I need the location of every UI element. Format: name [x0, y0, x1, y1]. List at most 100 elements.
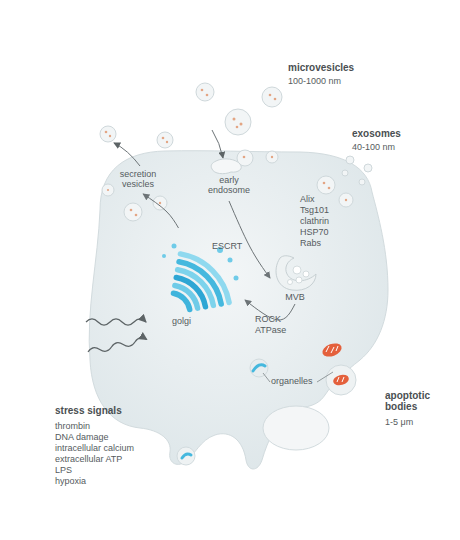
- golgi-vesicle: [234, 276, 239, 281]
- vesicle-cargo: [162, 137, 165, 140]
- size-range: 100-1000 nm: [288, 76, 341, 87]
- golgi-vesicle: [228, 258, 233, 263]
- secretion-vesicle: [124, 203, 142, 221]
- vesicle-cargo: [240, 123, 243, 126]
- vesicle-cargo: [328, 187, 331, 190]
- protein-marker: ATPase: [255, 325, 286, 336]
- secretion-vesicle: [100, 126, 173, 221]
- stimulus-item: DNA damage: [55, 432, 109, 443]
- exosome: [317, 176, 335, 194]
- transport-arrow: [212, 130, 223, 158]
- cell-body: [89, 151, 388, 469]
- stimulus-heading: stress signals: [55, 405, 122, 416]
- transport-arrow: [114, 130, 223, 166]
- vesicle-type: exosomes: [352, 128, 401, 139]
- transport-arrow: [245, 300, 295, 320]
- endosome-shape: early endosome: [198, 157, 260, 201]
- stress-signal-arrow: [87, 337, 147, 355]
- vesicle-cargo: [201, 89, 204, 92]
- edge-label: ESCRT: [212, 241, 242, 251]
- golgi-cisterna: [179, 262, 221, 304]
- stimulus-item: LPS: [55, 465, 72, 476]
- vesicle-cargo: [105, 131, 108, 134]
- apoptotic-body: [263, 406, 329, 450]
- vesicle-cargo: [345, 199, 347, 201]
- intraluminal-vesicle: [303, 271, 309, 277]
- exosome: [339, 193, 353, 207]
- golgi-vesicle: [162, 254, 166, 258]
- vesicle-cargo: [243, 156, 246, 159]
- organelle: [321, 341, 344, 359]
- node-label: early endosome: [198, 175, 260, 195]
- protein-marker: Rabs: [300, 238, 321, 249]
- stimulus-item: intracellular calcium: [55, 443, 134, 454]
- node-label: secretion vesicles: [112, 169, 164, 189]
- node-label: MVB: [270, 292, 320, 302]
- exosome: [342, 170, 348, 176]
- vesicle-cargo: [107, 189, 109, 191]
- vesicle-cargo: [130, 209, 133, 212]
- cell-body: [89, 151, 388, 469]
- stimulus-item: thrombin: [55, 421, 90, 432]
- organelle-label: organelles: [271, 376, 313, 387]
- intraluminal-vesicle: [296, 277, 302, 283]
- protein-marker: Alix: [300, 194, 315, 205]
- microvesicle: [225, 109, 251, 135]
- mvb-shape: MVB: [270, 252, 320, 304]
- protein-marker: clathrin: [300, 216, 329, 227]
- organelle: [250, 359, 268, 377]
- exosome: [346, 156, 354, 164]
- stimulus-item: extracellular ATP: [55, 454, 122, 465]
- vesicle-cargo: [105, 131, 169, 217]
- organelle: [182, 341, 350, 458]
- exosome: [317, 156, 372, 207]
- microvesicle: [262, 87, 282, 107]
- vesicle-cargo: [323, 182, 347, 202]
- organelle: [337, 377, 344, 382]
- stress-signal-arrow: [86, 319, 146, 325]
- vesicle-cargo: [109, 135, 111, 137]
- leader-line: [317, 372, 333, 382]
- transport-arrow: [143, 194, 178, 228]
- apoptotic-body: [177, 365, 356, 465]
- apoptotic-body: [177, 447, 195, 465]
- vesicle-cargo: [236, 126, 239, 129]
- microvesicle: [196, 83, 282, 166]
- organelle: [253, 365, 265, 371]
- vesicle-type: apoptotic bodies: [385, 390, 447, 412]
- microvesicle: [196, 83, 214, 101]
- stimulus-item: hypoxia: [55, 476, 86, 487]
- microvesicle: [266, 151, 278, 163]
- vesicle-cargo: [323, 182, 326, 185]
- organelle: [326, 346, 338, 353]
- vesicle-cargo: [201, 89, 277, 159]
- vesicle-cargo: [206, 94, 209, 97]
- size-range: 1-5 μm: [385, 417, 413, 428]
- golgi-cisterna: [180, 254, 229, 303]
- secretion-vesicle: [102, 184, 114, 196]
- node-label: golgi: [172, 316, 245, 326]
- exosome: [359, 179, 365, 185]
- vesicle-cargo: [135, 214, 138, 217]
- exosome: [364, 164, 372, 172]
- protein-marker: ROCK: [255, 314, 281, 325]
- vesicle-cargo: [271, 156, 273, 158]
- stress-signal-arrow: [86, 319, 147, 355]
- vesicle-cargo: [274, 98, 277, 101]
- secretion-vesicle: [100, 126, 116, 142]
- mvb-outline: [276, 256, 316, 291]
- vesicle-cargo: [233, 118, 236, 121]
- size-range: 40-100 nm: [352, 142, 395, 153]
- protein-marker: Tsg101: [300, 205, 329, 216]
- secretion-vesicle: [157, 132, 173, 148]
- golgi-vesicle: [172, 244, 177, 249]
- apoptotic-body: [326, 365, 356, 395]
- vesicle-cargo: [269, 94, 272, 97]
- intraluminal-vesicle: [293, 266, 301, 274]
- transport-arrow: [114, 143, 140, 166]
- secretion-vesicle: [153, 196, 167, 210]
- transport-arrow: [229, 201, 270, 278]
- intraluminal-vesicle: [288, 280, 293, 285]
